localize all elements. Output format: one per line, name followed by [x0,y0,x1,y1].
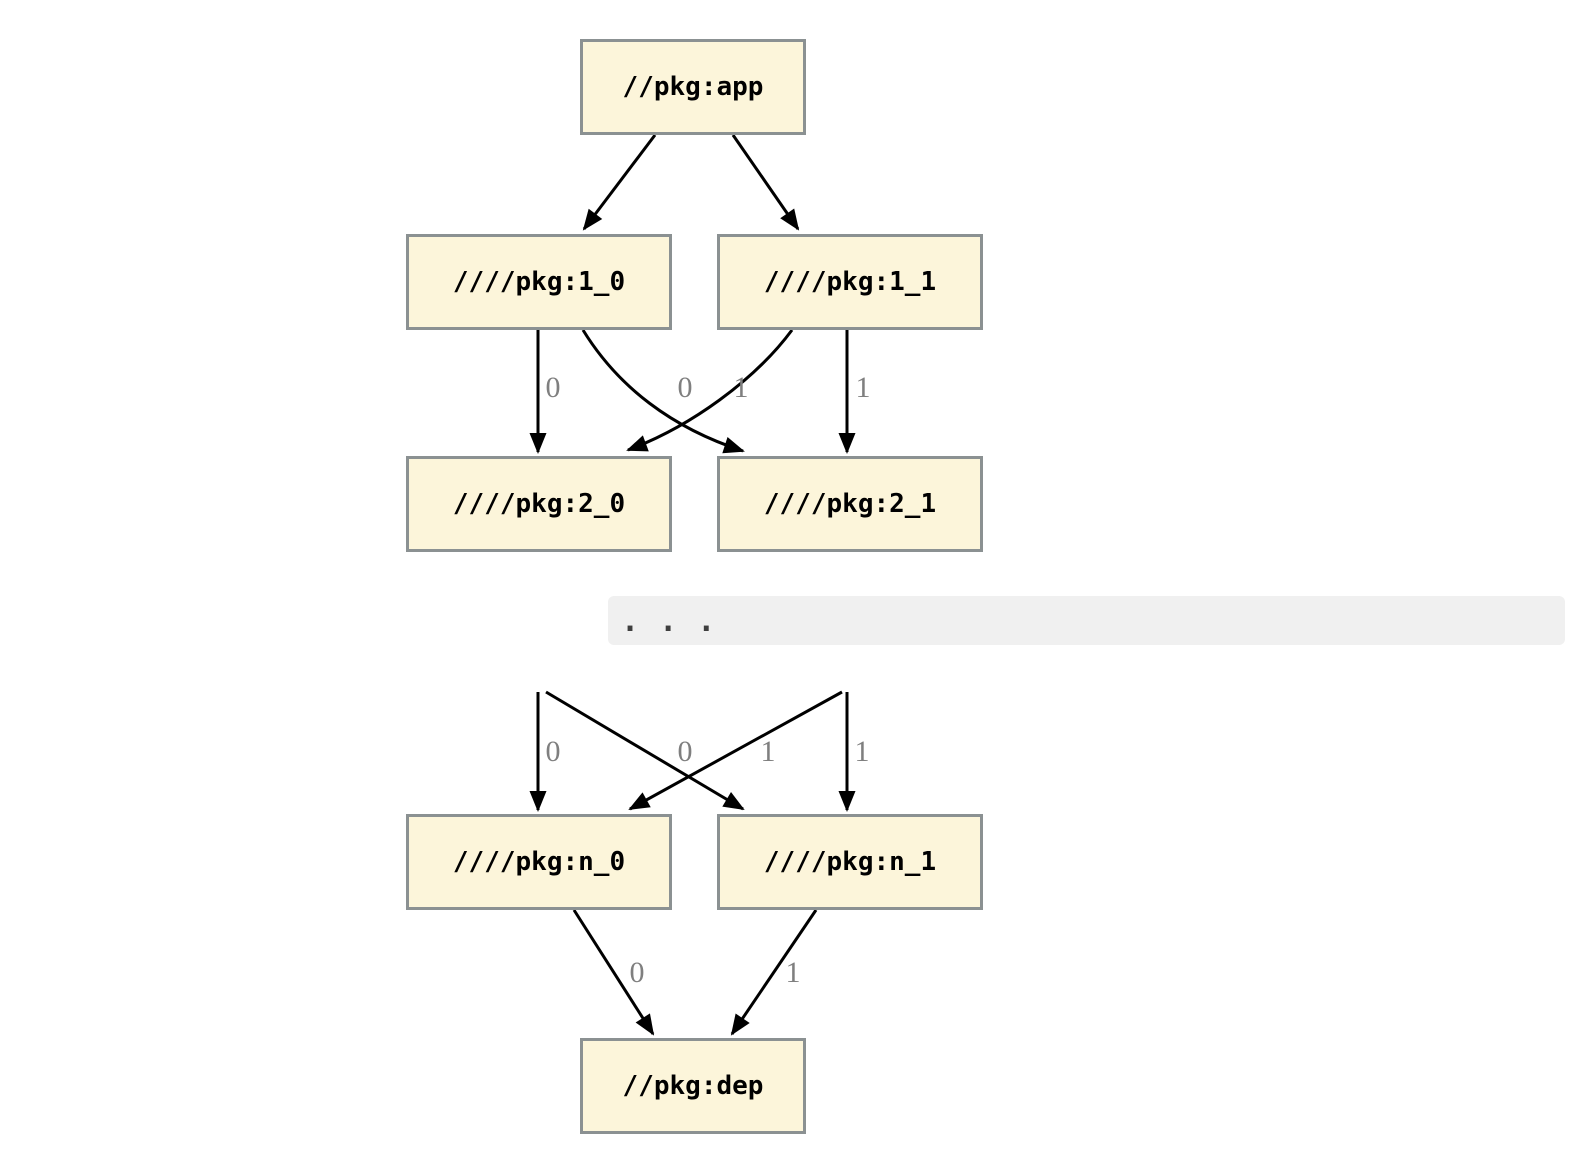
node-label: ////pkg:2_0 [452,489,626,519]
edge-label-n_1-dep: 1 [785,956,801,989]
edge-1_0-to-2_1 [581,329,745,454]
edge-n_0-to-dep [572,909,655,1036]
node-pkg-n_1: ////pkg:n_1 [717,814,983,910]
node-label: ////pkg:n_1 [763,847,937,877]
edge-label-1_0-2_1: 0 [677,371,693,404]
edge-app-to-1_1 [731,134,800,231]
node-pkg-2_0: ////pkg:2_0 [406,456,672,552]
node-label: ////pkg:1_0 [452,267,626,297]
continuation-band: . . . [608,596,1565,645]
edge-label-1_1-2_0: 1 [733,371,749,404]
node-label: ////pkg:2_1 [763,489,937,519]
node-pkg-1_0: ////pkg:1_0 [406,234,672,330]
edge-label-ellipsis-n_0-straight: 0 [545,735,561,768]
node-pkg-2_1: ////pkg:2_1 [717,456,983,552]
node-label: //pkg:app [622,72,764,102]
edge-app-to-1_0 [582,134,657,231]
edge-n_1-to-dep [730,909,818,1036]
node-label: ////pkg:1_1 [763,267,937,297]
edge-ellipsis-to-n_1-cross [545,690,745,811]
node-pkg-app: //pkg:app [580,39,806,135]
edge-ellipsis-to-n_0-cross [628,690,843,811]
edge-1_1-to-2_0 [626,329,794,452]
node-pkg-dep: //pkg:dep [580,1038,806,1134]
edge-label-n_0-dep: 0 [629,956,645,989]
edge-label-ellipsis-n_1-cross: 0 [677,735,693,768]
edge-label-ellipsis-n_1-straight: 1 [854,735,870,768]
node-label: ////pkg:n_0 [452,847,626,877]
edge-label-1_0-2_0: 0 [545,371,561,404]
edge-label-ellipsis-n_0-cross: 1 [760,735,776,768]
ellipsis-dots: . . . [621,604,717,639]
edge-label-1_1-2_1: 1 [855,371,871,404]
node-pkg-1_1: ////pkg:1_1 [717,234,983,330]
node-label: //pkg:dep [622,1071,764,1101]
node-pkg-n_0: ////pkg:n_0 [406,814,672,910]
